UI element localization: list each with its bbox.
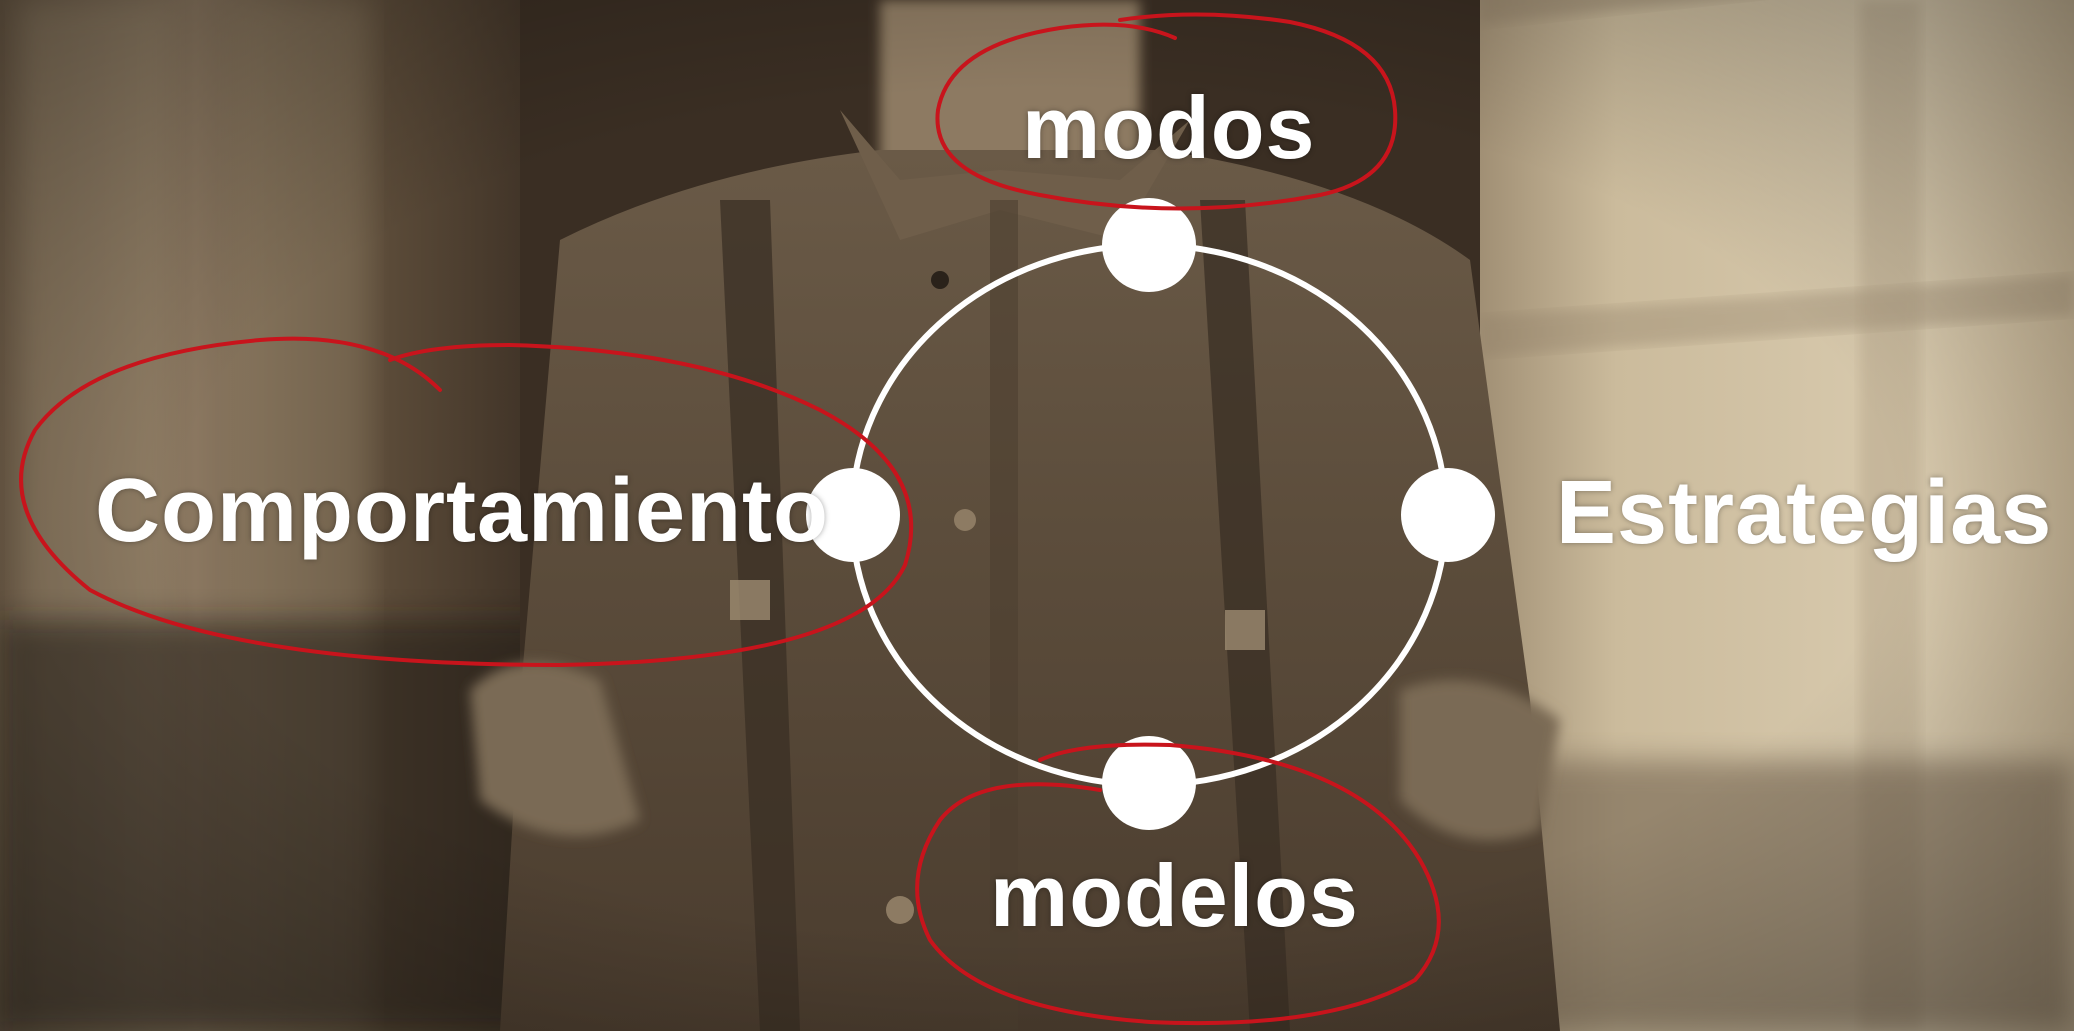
label-modelos: modelos	[990, 846, 1359, 945]
label-estrategias: Estrategias	[1556, 463, 2053, 563]
label-modos: modos	[1022, 78, 1316, 177]
label-comportamiento: Comportamiento	[95, 461, 829, 561]
